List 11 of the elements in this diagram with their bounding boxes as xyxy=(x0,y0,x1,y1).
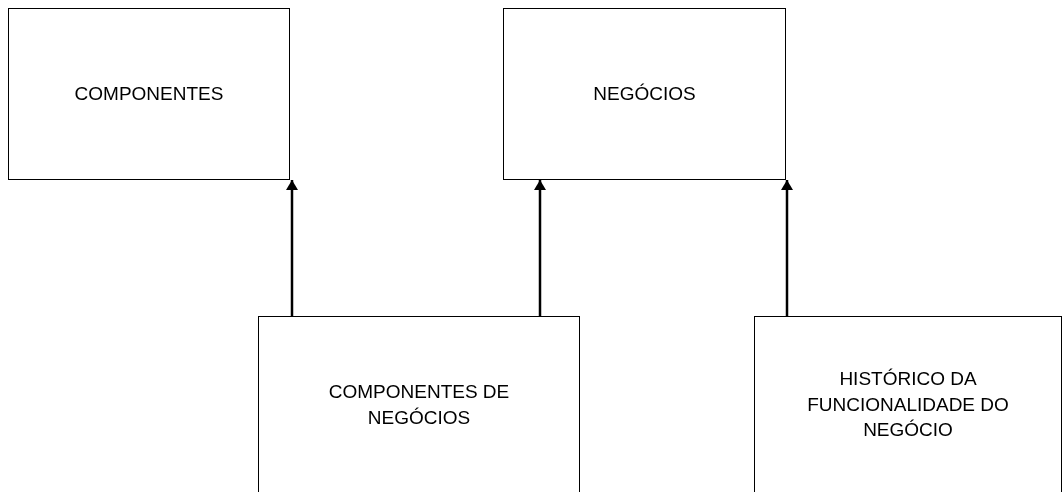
box-label: COMPONENTES xyxy=(74,82,224,107)
arrow xyxy=(534,180,546,316)
process-box xyxy=(258,316,580,492)
box-label: HISTÓRICO DA FUNCIONALIDADE DO NEGÓCIO xyxy=(806,367,1010,443)
arrow xyxy=(286,180,298,316)
process-box xyxy=(503,8,786,180)
process-box xyxy=(8,8,290,180)
box-label: COMPONENTES DE NEGÓCIOS xyxy=(327,379,511,430)
box-label: NEGÓCIOS xyxy=(593,82,696,107)
process-box xyxy=(754,316,1062,492)
arrow xyxy=(781,180,793,316)
